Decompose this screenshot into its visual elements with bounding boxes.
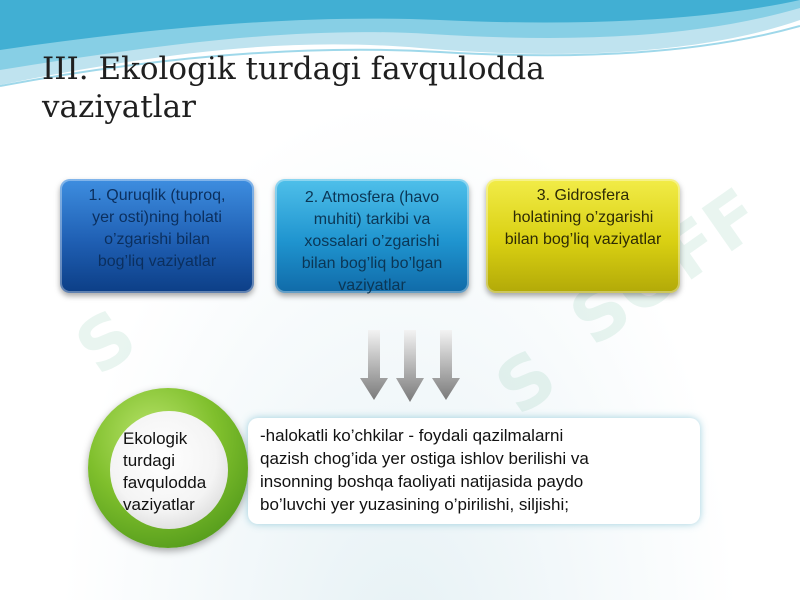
- circle-label-line: favqulodda: [123, 473, 207, 492]
- category-box-land[interactable]: 1. Quruqlik (tuproq, yer osti)ning holat…: [60, 179, 254, 293]
- category-text-line: yer osti)ning holati: [92, 209, 222, 226]
- category-text-line: holatining o’zgarishi: [512, 209, 654, 226]
- category-text-line: xossalari o’zgarishi: [304, 233, 440, 250]
- description-line: bo’luvchi yer yuzasining o’pirilishi, si…: [260, 495, 569, 514]
- title-line: vaziyatlar: [42, 89, 196, 125]
- circle-label-line: Ekologik: [123, 429, 188, 448]
- description-box: -halokatli ko’chkilar - foydali qazilmal…: [248, 418, 700, 524]
- circle-label-line: vaziyatlar: [123, 495, 195, 514]
- circle-label: Ekologik turdagi favqulodda vaziyatlar: [123, 428, 233, 516]
- watermark-logo-icon: S: [60, 292, 152, 392]
- category-text-line: 3. Gidrosfera: [536, 187, 630, 204]
- description-line: qazish chog’ida yer ostiga ishlov berili…: [260, 449, 589, 468]
- circle-label-line: turdagi: [123, 451, 175, 470]
- category-text-line: muhiti) tarkibi va: [313, 211, 431, 228]
- circle-center: [110, 411, 228, 529]
- category-text-line: vaziyatlar: [338, 277, 406, 294]
- category-text-line: o’zgarishi bilan: [104, 231, 210, 248]
- page-title: III. Ekologik turdagi favqulodda vaziyat…: [42, 50, 602, 126]
- title-line: III. Ekologik turdagi favqulodda: [42, 51, 545, 87]
- category-text-line: bog’liq vaziyatlar: [97, 253, 217, 270]
- category-text-line: 2. Atmosfera (havo: [304, 189, 440, 206]
- description-line: insonning boshqa faoliyati natijasida pa…: [260, 472, 584, 491]
- watermark-logo-icon: S: [480, 332, 572, 432]
- category-text-line: bilan bog’liq bo’lgan: [301, 255, 443, 272]
- category-text-line: bilan bog’liq vaziyatlar: [504, 231, 662, 248]
- wave-decoration-icon: [0, 0, 800, 87]
- description-line: -halokatli ko’chkilar - foydali qazilmal…: [260, 426, 564, 445]
- category-box-hydrosphere[interactable]: 3. Gidrosfera holatining o’zgarishi bila…: [486, 179, 680, 293]
- category-box-atmosphere[interactable]: 2. Atmosfera (havo muhiti) tarkibi va xo…: [275, 179, 469, 294]
- category-text-line: 1. Quruqlik (tuproq,: [88, 187, 226, 204]
- down-arrows-icon: [360, 330, 460, 402]
